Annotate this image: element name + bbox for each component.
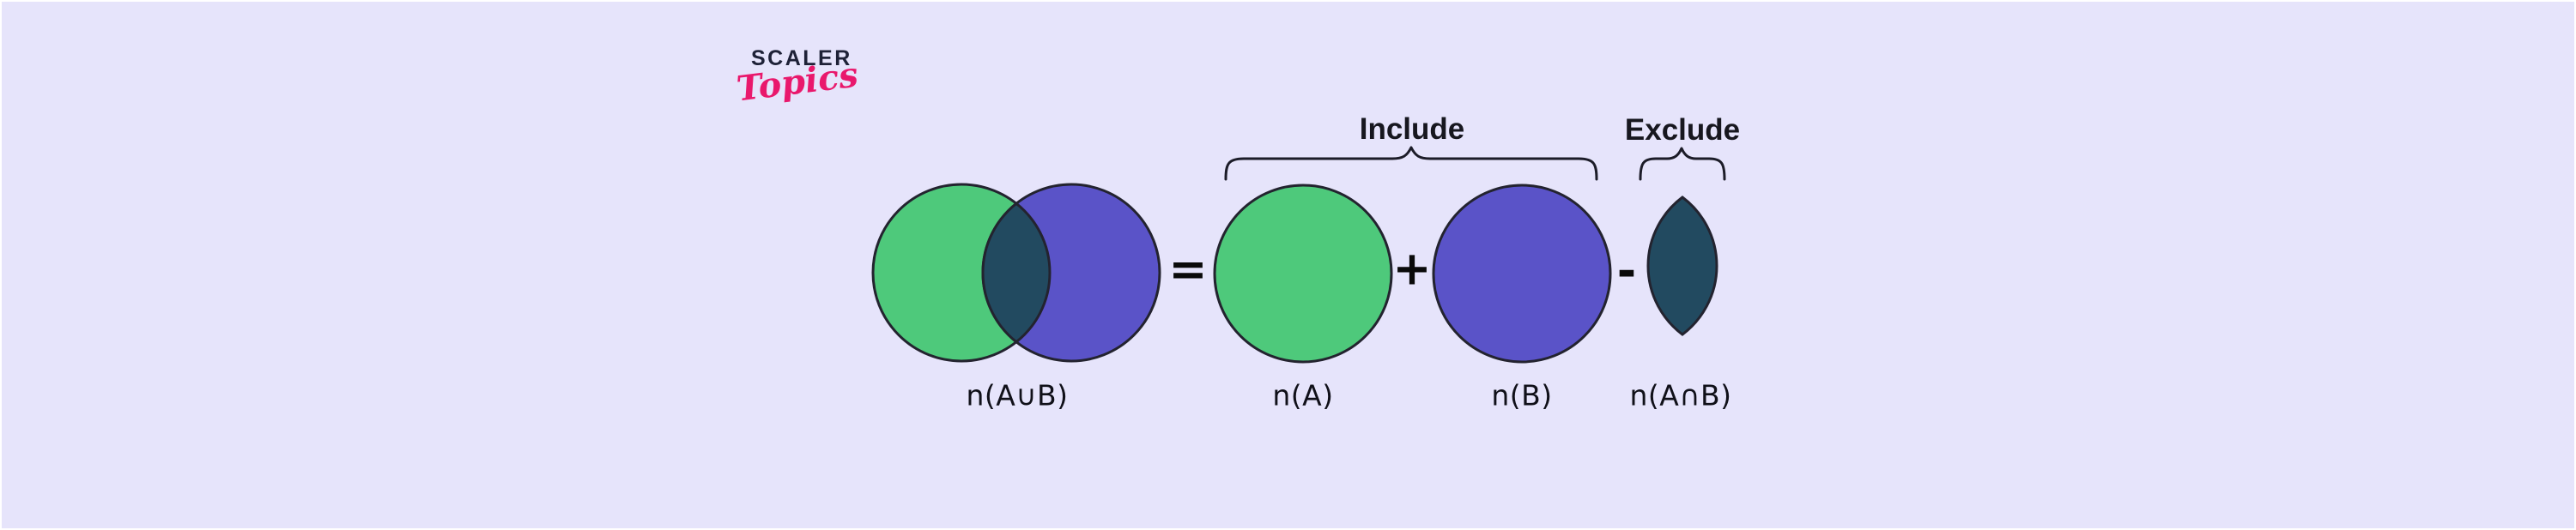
minus-operator: - xyxy=(1616,244,1637,298)
set-b-label: n(B) xyxy=(1491,378,1553,413)
exclude-annotation-label: Exclude xyxy=(1624,113,1741,147)
equals-operator: = xyxy=(1168,242,1208,297)
include-annotation-label: Include xyxy=(1359,112,1465,146)
set-a-label: n(A) xyxy=(1272,378,1334,413)
scaler-topics-logo: SCALER Topics xyxy=(735,45,908,130)
logo-brand-text: SCALER xyxy=(751,46,852,70)
plus-operator: + xyxy=(1392,241,1432,296)
set-b-circle xyxy=(1432,184,1612,364)
intersection-set-label: n(A∩B) xyxy=(1629,378,1732,413)
set-a-circle xyxy=(1213,184,1393,364)
venn-intersection-region xyxy=(981,202,1052,344)
include-brace xyxy=(1224,146,1598,181)
exclude-brace xyxy=(1639,147,1726,181)
union-set-label: n(A∪B) xyxy=(966,378,1069,413)
intersection-lens-shape xyxy=(1646,196,1718,336)
